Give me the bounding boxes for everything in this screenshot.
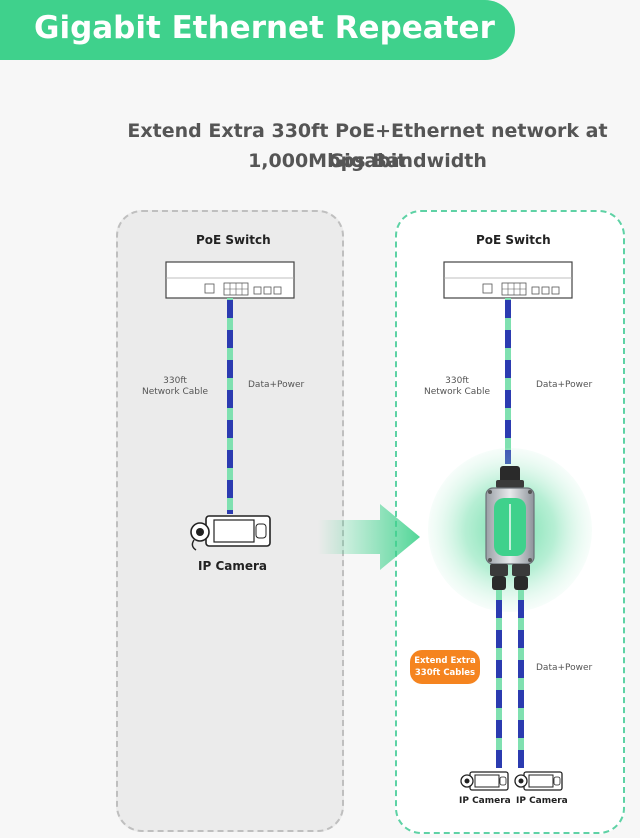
right-data-power-top-label: Data+Power	[536, 380, 593, 390]
badge-line-1: Extend Extra	[414, 656, 476, 666]
right-ip-camera-2-icon	[514, 771, 563, 791]
left-switch-label: PoE Switch	[196, 233, 271, 247]
transition-arrow-icon	[318, 504, 420, 570]
right-cable-type-label: Network Cable	[424, 387, 490, 397]
extend-badge: Extend Extra 330ft Cables	[410, 650, 480, 684]
right-switch-icon	[443, 261, 573, 299]
left-ip-camera-icon	[190, 515, 271, 551]
right-camera-2-label: IP Camera	[516, 796, 568, 806]
left-cable-length-label: 330ft	[163, 376, 187, 386]
page-title: Gigabit Ethernet Repeater	[34, 10, 495, 46]
right-camera-1-label: IP Camera	[459, 796, 511, 806]
subtitle-line-1: Extend Extra 330ft PoE+Ethernet network …	[127, 120, 608, 172]
subtitle-line-2: 1,000Mbps Bandwidth	[248, 150, 487, 172]
badge-line-2: 330ft Cables	[414, 668, 476, 678]
right-output-cable-1	[496, 590, 502, 768]
left-cable-type-label: Network Cable	[142, 387, 208, 397]
right-switch-label: PoE Switch	[476, 233, 551, 247]
right-input-cable	[505, 298, 511, 464]
left-camera-label: IP Camera	[198, 559, 267, 573]
right-ip-camera-1-icon	[460, 771, 509, 791]
left-data-power-label: Data+Power	[248, 380, 305, 390]
right-output-cable-2	[518, 590, 524, 768]
right-cable-length-label: 330ft	[445, 376, 469, 386]
left-switch-icon	[165, 261, 295, 299]
left-network-cable	[227, 298, 233, 514]
title-banner	[0, 0, 515, 60]
poe-repeater-icon	[485, 466, 535, 590]
right-data-power-bottom-label: Data+Power	[536, 663, 593, 673]
